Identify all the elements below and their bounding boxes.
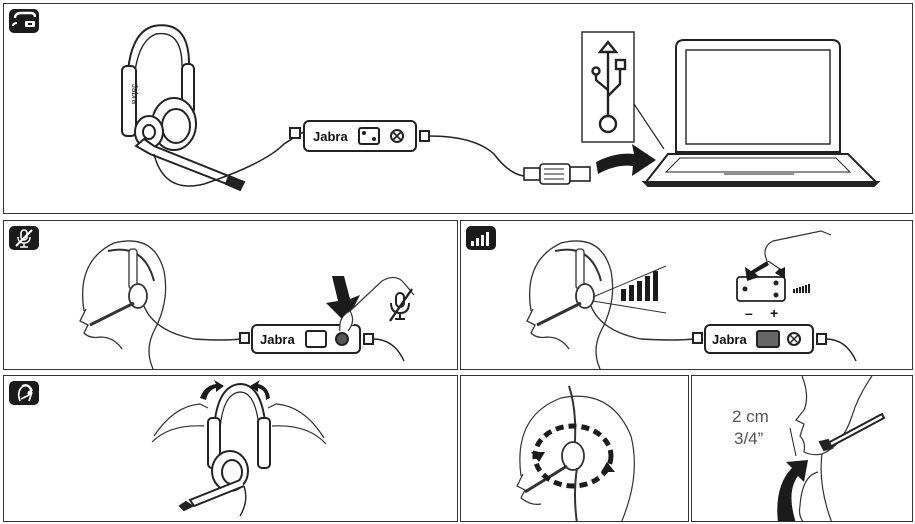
mic-position-panel: 2 cm 3/4” (691, 375, 913, 522)
controller-brand-label: Jabra (313, 129, 348, 144)
small-volume-bars (793, 284, 810, 293)
distance-line (789, 427, 797, 457)
connect-panel: Jabra Jabra (3, 3, 913, 214)
adjust-arrow-right (250, 380, 270, 400)
headband-position-illustration (516, 385, 635, 521)
svg-text:Jabra: Jabra (130, 84, 139, 105)
inline-controller: Jabra (289, 120, 525, 177)
volume-down-label: – (745, 305, 753, 321)
volume-zoom-box (736, 276, 786, 302)
volume-level-bars (621, 271, 658, 301)
head-profile (516, 385, 635, 521)
connect-illustration: Jabra Jabra (121, 24, 881, 192)
volume-arrow-right (767, 261, 785, 279)
distance-imperial-label: 3/4” (734, 429, 764, 448)
inline-controller: Jabra (692, 324, 857, 362)
connect-arrow (596, 144, 656, 176)
inline-controller: Jabra (239, 324, 405, 362)
volume-arrow-left (745, 261, 769, 281)
volume-panel: – + Jabra (460, 220, 913, 370)
headset-adjust (178, 382, 271, 517)
rotate-arrow-right (601, 462, 615, 472)
volume-illustration: – + Jabra (526, 230, 857, 369)
mute-panel: Jabra (3, 220, 458, 370)
finger (339, 276, 415, 332)
usb-plug (523, 163, 591, 185)
volume-up-label: + (770, 305, 778, 321)
mic-position-illustration: 2 cm 3/4” (732, 376, 886, 521)
controller-brand-label: Jabra (260, 332, 295, 347)
adjust-arrow-left (200, 380, 224, 400)
raise-arrow (777, 460, 808, 521)
usb-symbol (581, 31, 665, 150)
wearing-headset-icon (9, 381, 39, 405)
face-profile (795, 376, 873, 521)
wear-panel (3, 375, 458, 522)
wear-illustration (151, 380, 327, 517)
head-profile (79, 240, 241, 369)
mute-illustration: Jabra (79, 240, 415, 369)
controller-brand-label: Jabra (712, 332, 747, 347)
volume-bars-icon (466, 226, 496, 250)
headset: Jabra (121, 24, 305, 192)
headband-position-panel (460, 375, 689, 522)
head-profile (526, 240, 694, 369)
boom-mic (818, 412, 886, 452)
muted-mic-icon (389, 288, 413, 322)
distance-metric-label: 2 cm (732, 407, 769, 426)
laptop (641, 39, 881, 187)
rotate-arrow-left (531, 452, 545, 462)
finger (764, 230, 832, 262)
hands (151, 403, 327, 445)
connect-cable-icon (9, 9, 39, 33)
mute-microphone-icon (9, 226, 39, 250)
